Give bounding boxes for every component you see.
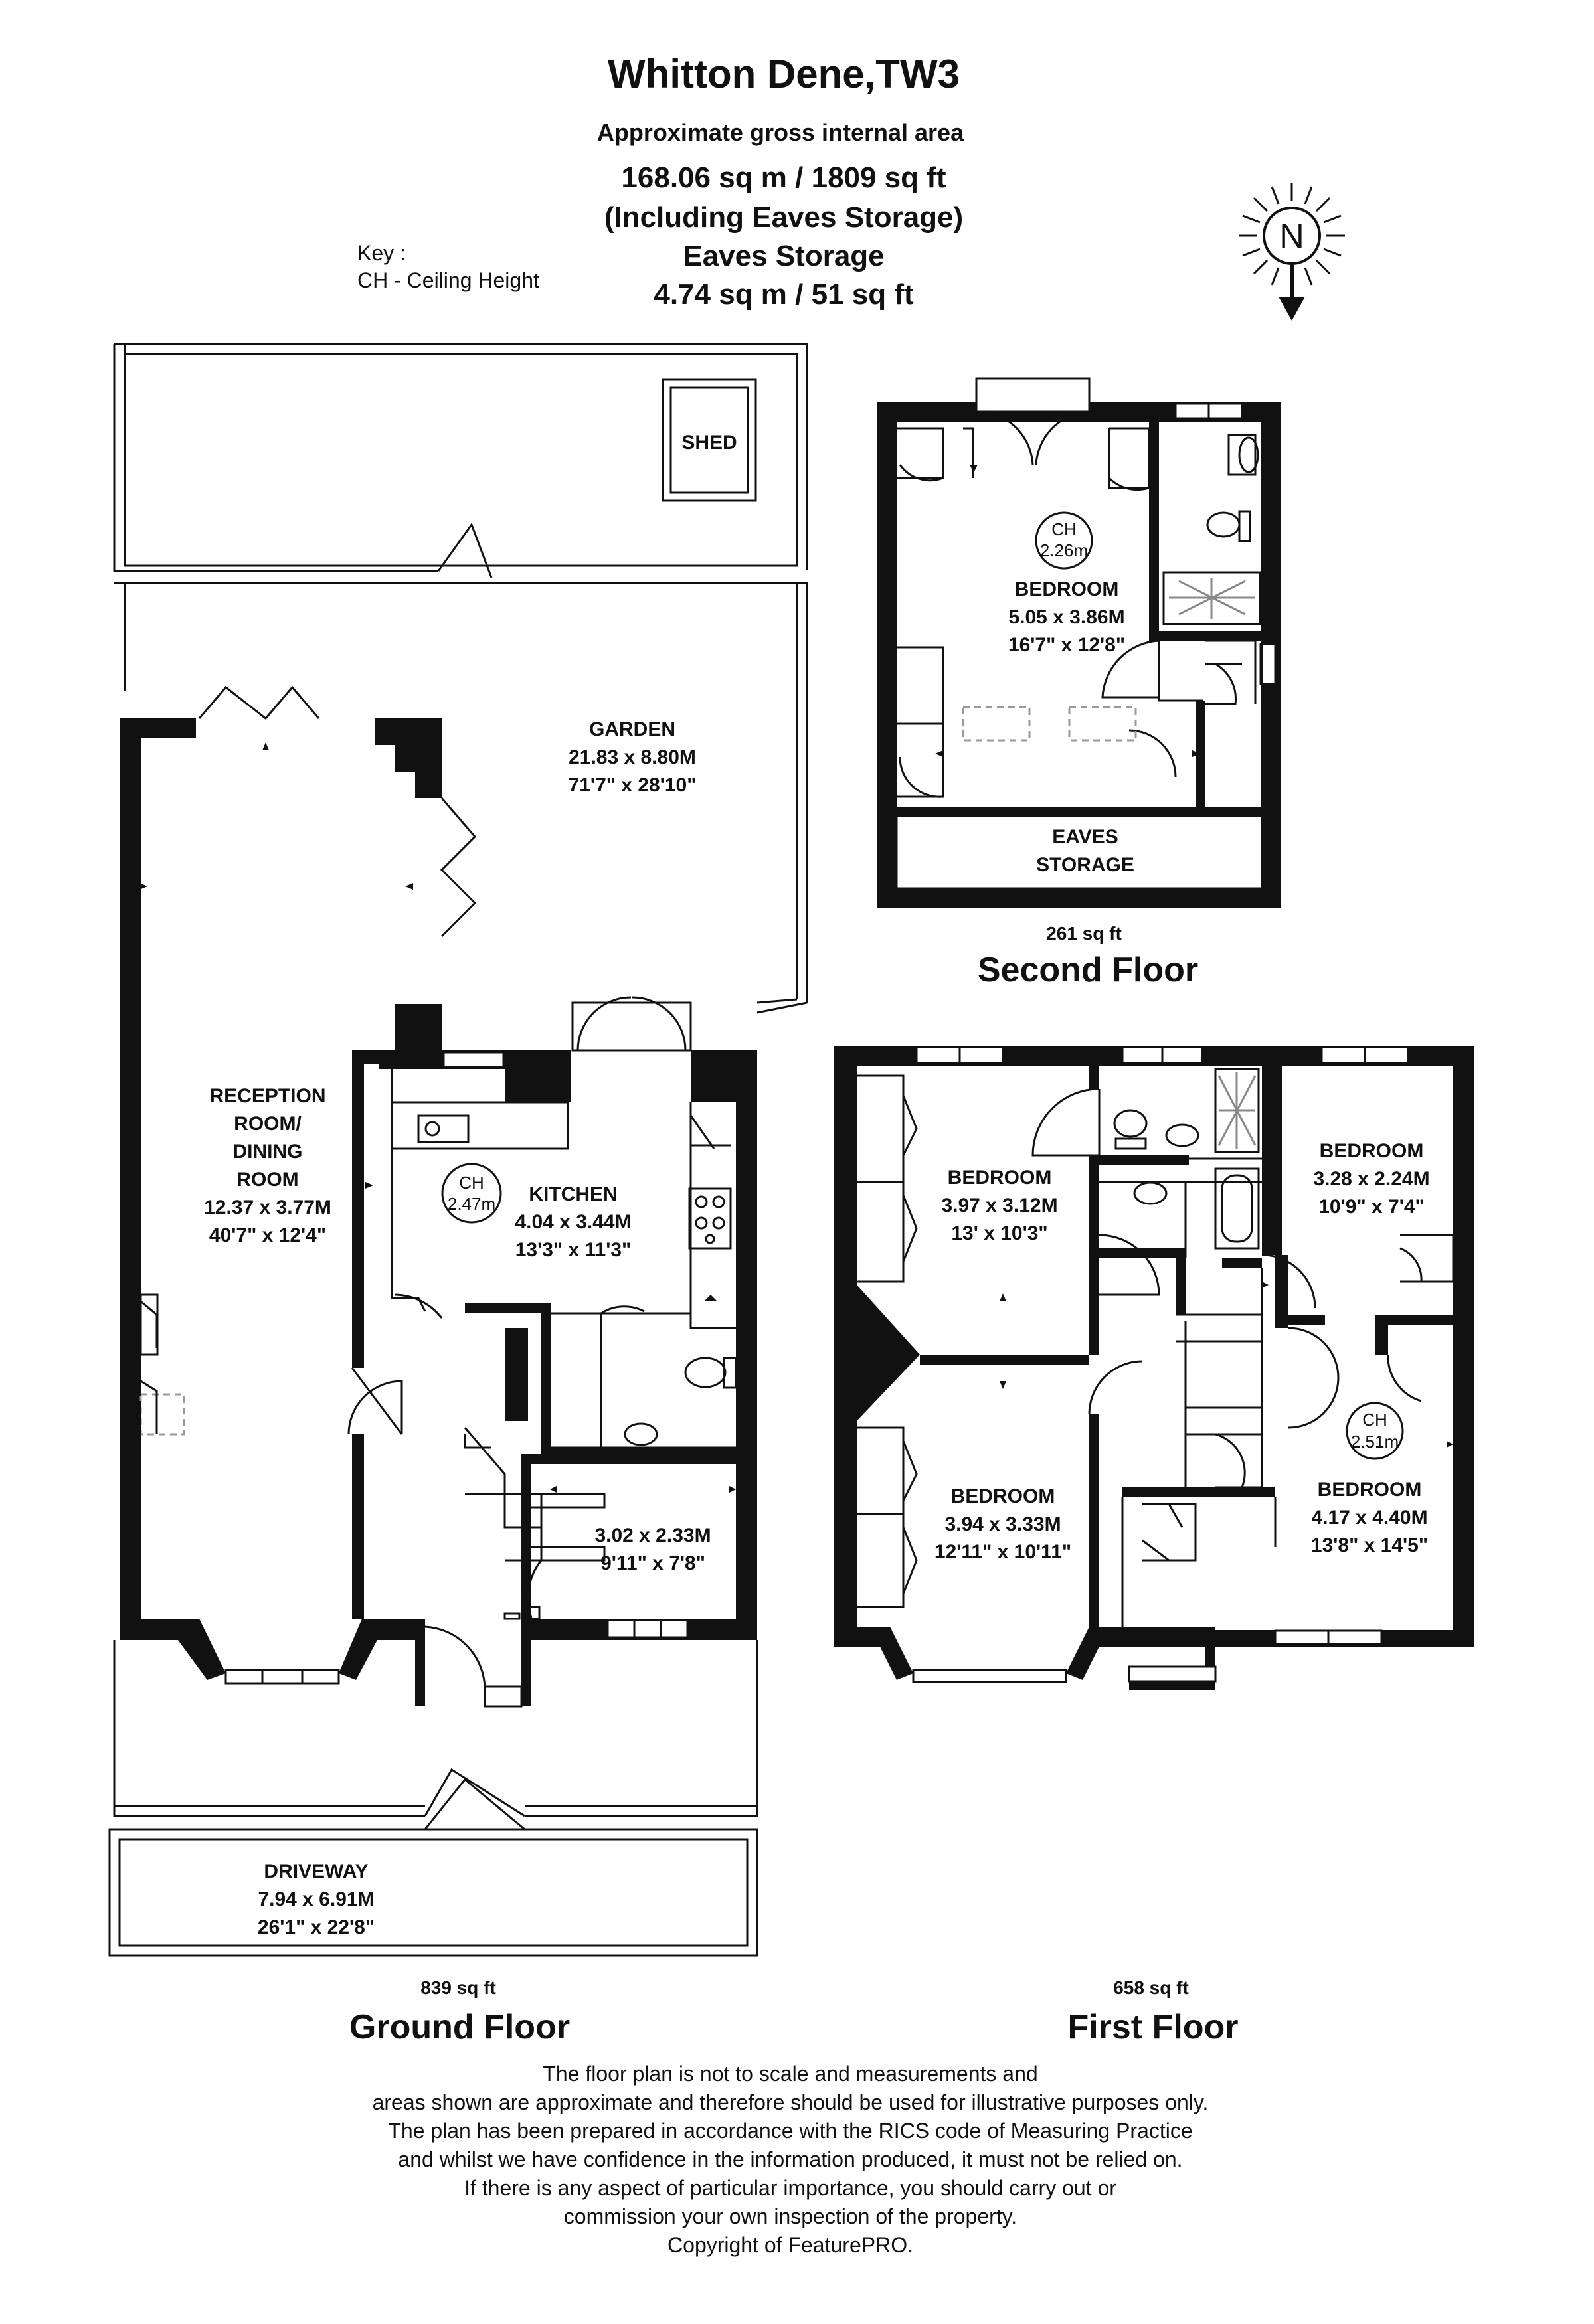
eaves-storage-area: 4.74 sq m / 51 sq ft [654, 278, 914, 311]
ff-bedroom-a-name: BEDROOM [948, 1167, 1052, 1189]
study-label: 3.02 x 2.33M 9'11" x 7'8" [594, 1525, 711, 1574]
second-floor-plan: CH 2.26m [877, 377, 1281, 908]
ff-bedroom-c-metric: 3.94 x 3.33M [944, 1513, 1061, 1535]
reception-line3: DINING [233, 1141, 303, 1163]
including-eaves: (Including Eaves Storage) [604, 201, 963, 234]
disclaimer-line: commission your own inspection of the pr… [564, 2204, 1017, 2228]
ff-bedroom-b-metric: 3.28 x 2.24M [1313, 1168, 1429, 1190]
sf-bedroom-name: BEDROOM [1015, 578, 1119, 600]
area-subtitle: Approximate gross internal area [597, 119, 964, 146]
driveway-name: DRIVEWAY [264, 1861, 368, 1882]
garden-metric: 21.83 x 8.80M [569, 746, 696, 768]
ff-bedroom-a-label: BEDROOM 3.97 x 3.12M 13' x 10'3" [941, 1167, 1057, 1244]
kitchen-imperial: 13'3" x 11'3" [515, 1239, 632, 1261]
study-imperial: 9'11" x 7'8" [600, 1552, 705, 1574]
garden-label: GARDEN 21.83 x 8.80M 71'7" x 28'10" [569, 718, 697, 796]
sf-bedroom-imperial: 16'7" x 12'8" [1008, 634, 1125, 656]
ff-bedroom-d-name: BEDROOM [1318, 1479, 1422, 1501]
sf-ch-label: CH [1051, 519, 1077, 539]
ff-bedroom-c-name: BEDROOM [951, 1485, 1055, 1507]
key-title: Key : [357, 241, 406, 265]
ff-bedroom-c-imperial: 12'11" x 10'11" [934, 1541, 1071, 1563]
disclaimer-line: and whilst we have confidence in the inf… [398, 2147, 1182, 2171]
reception-metric: 12.37 x 3.77M [204, 1197, 331, 1218]
second-floor-name: Second Floor [978, 951, 1198, 989]
reception-line1: RECEPTION [209, 1085, 325, 1107]
ff-bedroom-a-imperial: 13' x 10'3" [951, 1222, 1047, 1244]
second-floor-caption: 261 sq ft Second Floor [978, 923, 1198, 989]
compass-letter: N [1279, 217, 1304, 256]
disclaimer-line: If there is any aspect of particular imp… [464, 2176, 1116, 2200]
first-floor-area: 658 sq ft [1113, 1977, 1189, 1998]
garden-imperial: 71'7" x 28'10" [569, 774, 697, 796]
total-area: 168.06 sq m / 1809 sq ft [621, 161, 946, 194]
garden-name: GARDEN [589, 718, 675, 740]
eaves-line1: EAVES [1052, 826, 1118, 848]
first-floor-caption: 658 sq ft First Floor [1067, 1977, 1238, 2046]
kitchen-metric: 4.04 x 3.44M [515, 1211, 631, 1233]
reception-line4: ROOM [236, 1169, 298, 1191]
garden-area [113, 343, 808, 1014]
ground-floor-plan: CH 2.47m [120, 685, 757, 1708]
kitchen-ch-label: CH [459, 1173, 484, 1193]
compass-rose-icon: N [1239, 183, 1345, 321]
reception-room-label: RECEPTION ROOM/ DINING ROOM 12.37 x 3.77… [204, 1085, 331, 1246]
eaves-storage-room-label: EAVES STORAGE [1036, 826, 1134, 876]
ff-ch-value: 2.51m [1351, 1432, 1399, 1452]
first-floor-name: First Floor [1067, 2008, 1238, 2046]
kitchen-name: KITCHEN [529, 1183, 617, 1205]
shed: SHED [662, 378, 757, 502]
driveway-area: DRIVEWAY 7.94 x 6.91M 26'1" x 22'8" [108, 1640, 758, 1957]
ff-bedroom-b-label: BEDROOM 3.28 x 2.24M 10'9" x 7'4" [1313, 1140, 1429, 1218]
kitchen-ch-value: 2.47m [448, 1194, 495, 1214]
ff-bedroom-b-imperial: 10'9" x 7'4" [1318, 1196, 1425, 1218]
ff-ch-label: CH [1362, 1410, 1387, 1430]
kitchen-label: KITCHEN 4.04 x 3.44M 13'3" x 11'3" [515, 1183, 631, 1261]
shed-label: SHED [681, 432, 737, 454]
ff-bedroom-d-label: BEDROOM 4.17 x 4.40M 13'8" x 14'5" [1311, 1479, 1428, 1556]
ff-bedroom-d-metric: 4.17 x 4.40M [1311, 1507, 1427, 1529]
plan-title: Whitton Dene,TW3 [608, 52, 960, 96]
first-floor-plan: CH 2.51m [834, 1046, 1474, 1690]
eaves-storage-label: Eaves Storage [683, 240, 884, 272]
driveway-metric: 7.94 x 6.91M [258, 1888, 374, 1910]
disclaimer: The floor plan is not to scale and measu… [373, 2062, 1209, 2257]
second-floor-area: 261 sq ft [1046, 923, 1122, 944]
reception-imperial: 40'7" x 12'4" [209, 1224, 326, 1246]
key-legend: Key : CH - Ceiling Height [357, 241, 539, 292]
disclaimer-line: The floor plan is not to scale and measu… [543, 2062, 1037, 2086]
sf-ch-value: 2.26m [1040, 540, 1088, 560]
header: Whitton Dene,TW3 Approximate gross inter… [597, 52, 964, 311]
reception-line2: ROOM/ [234, 1113, 302, 1135]
disclaimer-line: Copyright of FeaturePRO. [667, 2233, 913, 2257]
key-entry: CH - Ceiling Height [357, 268, 539, 292]
eaves-line2: STORAGE [1036, 854, 1134, 876]
disclaimer-line: areas shown are approximate and therefor… [373, 2090, 1209, 2114]
ground-floor-caption: 839 sq ft Ground Floor [349, 1977, 570, 2046]
driveway-imperial: 26'1" x 22'8" [258, 1916, 375, 1938]
study-metric: 3.02 x 2.33M [594, 1525, 711, 1546]
ff-bedroom-d-imperial: 13'8" x 14'5" [1311, 1535, 1428, 1556]
sf-bedroom-metric: 5.05 x 3.86M [1008, 606, 1124, 628]
disclaimer-line: The plan has been prepared in accordance… [388, 2119, 1192, 2143]
ground-floor-name: Ground Floor [349, 2008, 570, 2046]
second-floor-bedroom-label: BEDROOM 5.05 x 3.86M 16'7" x 12'8" [1008, 578, 1125, 656]
ff-bedroom-b-name: BEDROOM [1320, 1140, 1424, 1162]
ff-bedroom-a-metric: 3.97 x 3.12M [941, 1195, 1057, 1216]
ground-floor-area: 839 sq ft [420, 1977, 496, 1998]
ff-bedroom-c-label: BEDROOM 3.94 x 3.33M 12'11" x 10'11" [934, 1485, 1071, 1563]
